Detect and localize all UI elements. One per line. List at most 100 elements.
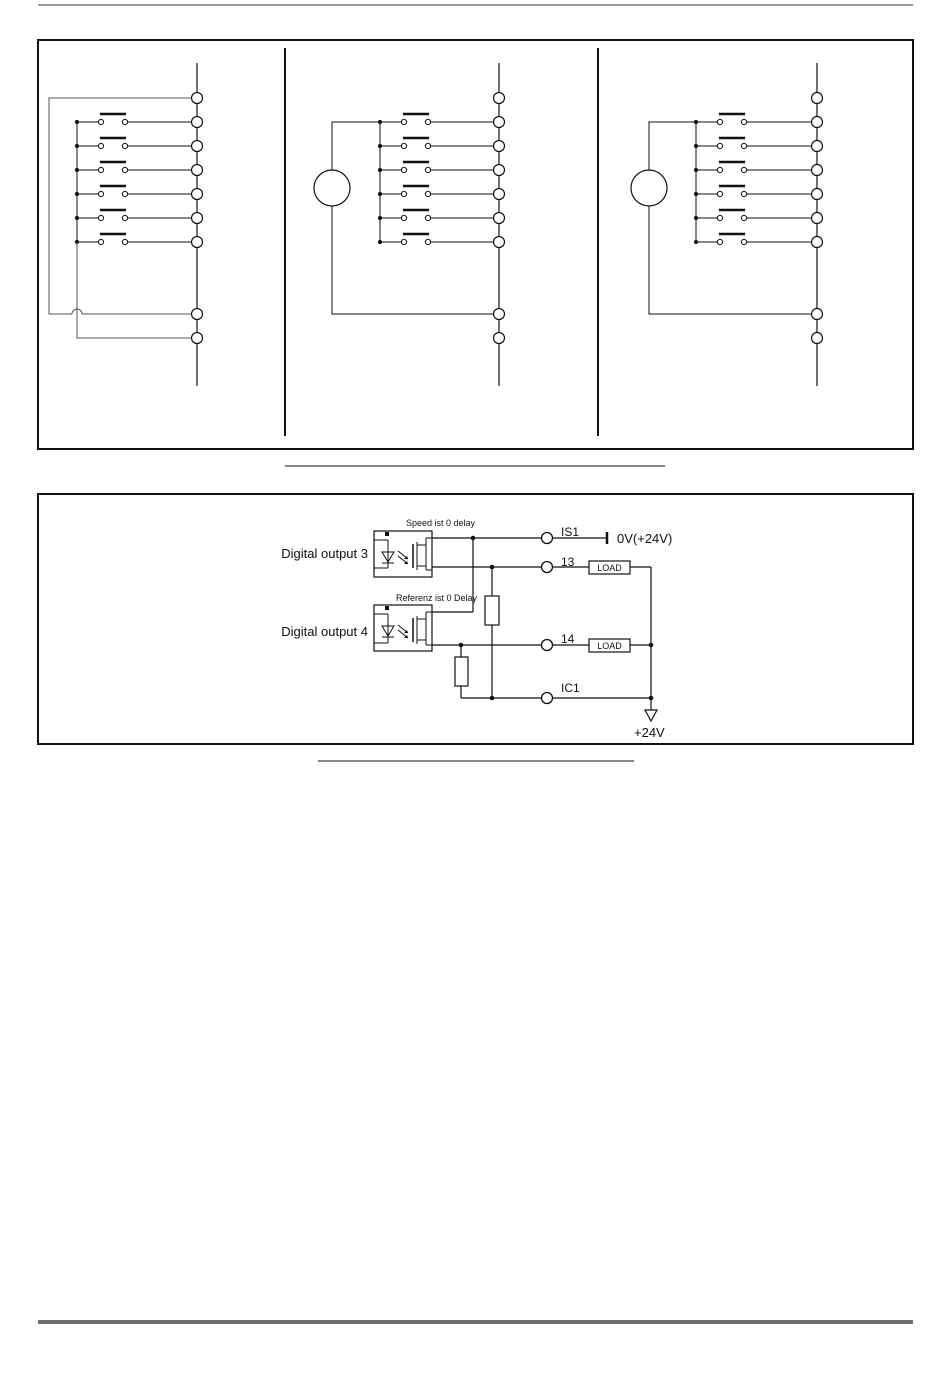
switch-contact bbox=[122, 143, 127, 148]
junction-dot bbox=[471, 536, 476, 541]
terminal-circle bbox=[192, 189, 203, 200]
terminal-circle bbox=[192, 237, 203, 248]
switch-contact bbox=[98, 215, 103, 220]
terminal-circle bbox=[192, 309, 203, 320]
switch-contact bbox=[98, 143, 103, 148]
switch-contact bbox=[741, 143, 746, 148]
switch-contact bbox=[122, 167, 127, 172]
switch-contact bbox=[741, 191, 746, 196]
power-source-circle bbox=[314, 170, 350, 206]
terminal-circle bbox=[192, 213, 203, 224]
terminal-circle bbox=[812, 237, 823, 248]
input-wiring-diagram bbox=[38, 40, 913, 449]
load-label-13: LOAD bbox=[597, 563, 622, 573]
switch-contact bbox=[98, 239, 103, 244]
switch-contact bbox=[425, 167, 430, 172]
terminal-circle bbox=[192, 93, 203, 104]
supply-loop-wire bbox=[49, 98, 192, 314]
terminal-circle bbox=[812, 117, 823, 128]
terminal-circle bbox=[812, 189, 823, 200]
switch-contact bbox=[98, 191, 103, 196]
switch-contact bbox=[425, 143, 430, 148]
terminal-circle bbox=[192, 141, 203, 152]
switch-contact bbox=[122, 239, 127, 244]
switch-contact bbox=[425, 215, 430, 220]
output-wiring-frame bbox=[38, 494, 913, 744]
supply-bottom-label: +24V bbox=[634, 725, 665, 740]
terminal-circle bbox=[494, 333, 505, 344]
switch-contact bbox=[122, 215, 127, 220]
switch-contact bbox=[717, 239, 722, 244]
junction-dot bbox=[490, 565, 495, 570]
pullup-resistor-14 bbox=[455, 657, 468, 686]
wiring-panel-internal-supply bbox=[49, 63, 203, 386]
switch-contact bbox=[741, 167, 746, 172]
switch-contact bbox=[98, 167, 103, 172]
wiring-panel-external-source bbox=[314, 63, 505, 386]
terminal-is1 bbox=[542, 533, 553, 544]
switch-contact bbox=[717, 215, 722, 220]
pullup-resistor-13 bbox=[485, 596, 499, 625]
source-wire bbox=[649, 122, 696, 170]
terminal-circle bbox=[494, 141, 505, 152]
switch-contact bbox=[401, 143, 406, 148]
switch-contact bbox=[741, 239, 746, 244]
switch-contact bbox=[425, 191, 430, 196]
terminal-is1-label: IS1 bbox=[561, 525, 579, 539]
load-label-14: LOAD bbox=[597, 641, 622, 651]
terminal-circle bbox=[494, 309, 505, 320]
switch-contact bbox=[425, 119, 430, 124]
terminal-circle bbox=[494, 237, 505, 248]
digital-output-4-label: Digital output 4 bbox=[281, 624, 368, 639]
digital-output-3-label: Digital output 3 bbox=[281, 546, 368, 561]
source-wire bbox=[332, 206, 494, 314]
switch-contact bbox=[717, 119, 722, 124]
source-wire bbox=[332, 122, 380, 170]
switch-contact bbox=[122, 119, 127, 124]
supply-top-label: 0V(+24V) bbox=[617, 531, 672, 546]
switch-contact bbox=[741, 215, 746, 220]
switch-contact bbox=[401, 215, 406, 220]
terminal-circle bbox=[494, 117, 505, 128]
terminal-circle bbox=[494, 165, 505, 176]
terminal-circle bbox=[812, 309, 823, 320]
terminal-circle bbox=[192, 333, 203, 344]
terminal-circle bbox=[494, 213, 505, 224]
switch-contact bbox=[425, 239, 430, 244]
digital-output-diagram: LOAD LOAD Digital output 3 Digital outpu… bbox=[38, 494, 913, 744]
terminal-circle bbox=[812, 93, 823, 104]
switch-contact bbox=[401, 191, 406, 196]
junction-dot bbox=[459, 643, 464, 648]
supply-arrow-icon bbox=[645, 710, 657, 721]
terminal-circle bbox=[812, 165, 823, 176]
switch-contact bbox=[741, 119, 746, 124]
wiring-panel-external-sink bbox=[631, 63, 823, 386]
switch-contact bbox=[717, 191, 722, 196]
terminal-14 bbox=[542, 640, 553, 651]
terminal-circle bbox=[494, 189, 505, 200]
optocoupler-output-4 bbox=[374, 605, 432, 651]
terminal-13-label: 13 bbox=[561, 555, 575, 569]
switch-contact bbox=[717, 167, 722, 172]
optocoupler-output-3 bbox=[374, 531, 432, 577]
power-source-circle bbox=[631, 170, 667, 206]
source-wire bbox=[649, 206, 812, 314]
terminal-circle bbox=[812, 213, 823, 224]
switch-contact bbox=[401, 119, 406, 124]
input-wiring-frame bbox=[38, 40, 913, 449]
output-3-function-label: Speed ist 0 delay bbox=[406, 518, 476, 528]
switch-contact bbox=[717, 143, 722, 148]
common-return-wire bbox=[77, 242, 192, 338]
junction-dot bbox=[490, 696, 495, 701]
switch-contact bbox=[98, 119, 103, 124]
terminal-circle bbox=[812, 333, 823, 344]
junction-dot bbox=[649, 696, 654, 701]
terminal-14-label: 14 bbox=[561, 632, 575, 646]
terminal-circle bbox=[812, 141, 823, 152]
terminal-circle bbox=[192, 165, 203, 176]
terminal-circle bbox=[192, 117, 203, 128]
terminal-13 bbox=[542, 562, 553, 573]
switch-contact bbox=[401, 167, 406, 172]
switch-contact bbox=[401, 239, 406, 244]
